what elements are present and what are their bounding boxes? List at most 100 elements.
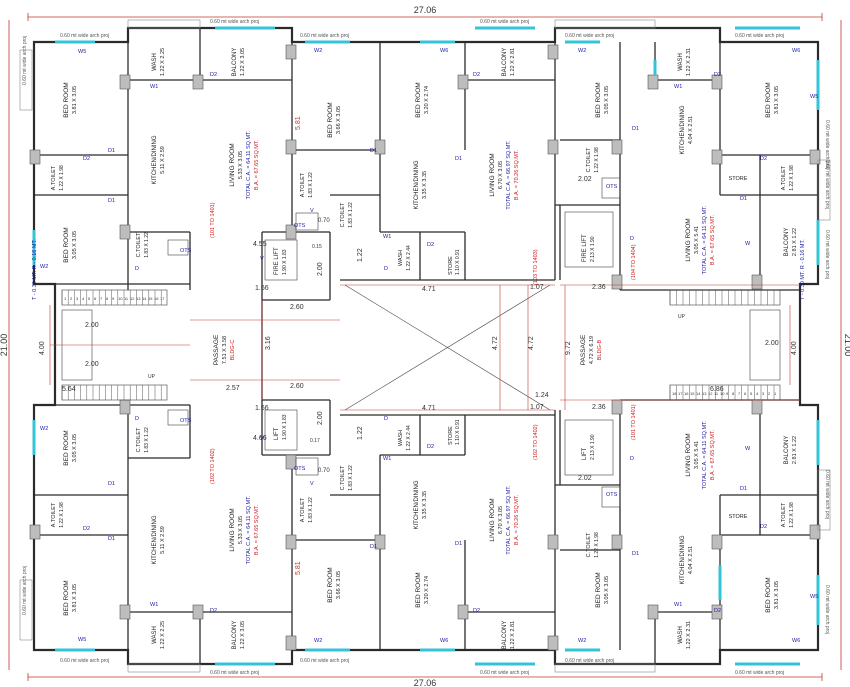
room-label-d_bl-ctoilets: 1.83 X 1.22 [144,427,150,453]
dim-right-lobby3: 1.07 [530,284,544,291]
dim-right-landing: 6.86 [710,386,724,393]
room-label-c_tr-ctoilets: 1.22 X 1.98 [594,147,600,173]
room-label-c_tr-balc: BALCONY [784,228,790,257]
room-label-f_br-balcs: 2.81 X 1.22 [792,436,798,464]
lift-left-name: LIFT [274,427,280,440]
arch-note-9: 0.60 mt wide arch proj [300,658,349,664]
opening-tag-d2: D2 [714,608,721,614]
opening-tag-d2: D2 [83,156,90,162]
room-label-c_tr-livs: 3.05 X 5.41 [694,226,700,254]
room-label-d_bl-balc: BALCONY [232,621,238,650]
dim-stair-flight-2: 2.00 [85,361,99,368]
dim-ots-1: 2.02 [578,176,592,183]
dim-passage-w3: 2.60 [290,383,304,390]
dim-lift-gap: 4.55 [253,241,267,248]
store-top-size: 1.10 X 0.91 [455,249,461,275]
opening-tag-w6: W6 [792,48,800,54]
dim-riser-top: 5.81 [295,116,302,130]
opening-tag-w1: W1 [674,84,682,90]
dim-passage-depth: 4.00 [39,341,46,355]
stair-step-number: 16 [684,391,689,396]
room-label-f_br-washs: 1.22 X 2.31 [686,621,692,649]
room-label-a_tl-bed2s: 3.05 X 3.05 [72,231,78,259]
stair-up-left: UP [148,374,156,380]
stair-step-number: 16 [154,296,159,301]
height-dimension-right: 21.00 [843,334,850,357]
opening-tag-d1: D1 [108,198,115,204]
opening-tag-d2: D2 [83,526,90,532]
arch-note-3: 0.60 mt wide arch proj [300,33,349,39]
height-dimension-left: 21.00 [0,334,9,357]
opening-tag-d2: D2 [427,444,434,450]
dim-riser: 9.72 [565,341,572,355]
opening-tag-w5: W5 [810,94,818,100]
opening-tag-d1: D1 [370,148,377,154]
flat-range-103: (103 TO 1403) [533,249,539,285]
interior-walls [34,28,818,664]
arch-note-2: 0.60 mt wide arch proj [210,19,259,25]
room-label-d_bl-bed2: BED ROOM [63,580,70,615]
room-label-a_tl-ctoilet: C.TOILET [136,232,142,257]
room-label-c_tr-atoilets: 1.22 X 1.98 [789,165,795,191]
width-dimension-top: 27.06 [414,5,437,15]
opening-tag-w2: W2 [40,264,48,270]
stair-step-number: 14 [142,296,147,301]
stair-step-number: 11 [124,296,129,301]
stair-step-number: 17 [678,391,683,396]
opening-tag-v: V [260,436,264,442]
dim-hall-w2: 4.71 [422,405,436,412]
flat-range-104: (104 TO 1404) [631,244,637,280]
opening-tag-d2: D2 [473,608,480,614]
room-label-a_tl-atoilet: A.TOILET [51,165,57,190]
room-label-f_br-liv: LIVING ROOM [685,433,692,476]
opening-tag-d: D [384,416,388,422]
opening-tag-w: W [745,446,751,452]
room-label-e_bc-kit: KITCHEN/DINING [414,480,420,529]
room-label-b_tc-liv: LIVING ROOM [489,153,496,196]
dim-stair-landing: 5.64 [62,386,76,393]
fire-lift-right-size: 2.13 X 1.90 [590,236,596,262]
room-label-e_bc-livs: 6.70 X 3.05 [498,506,504,534]
dim-duct-1: 1.22 [357,248,364,262]
arch-note-15: 0.60 mt wide arch proj [824,160,830,209]
room-label-e_bc-ctoilets: 1.83 X 1.22 [348,465,354,491]
room-label-d_bl-liv: LIVING ROOM [229,508,236,551]
stair-note-left: T - 0.30 MT. R - 0.16 MT. [32,239,38,300]
dim-right-ceiling: 1.24 [535,392,549,399]
room-label-a_tl-balcs: 1.22 X 3.05 [240,48,246,76]
stair-step-number: 1 [64,296,67,301]
dim-duct-2: 1.22 [357,426,364,440]
opening-tag-d2: D2 [473,72,480,78]
room-label-d_bl-bed2s: 3.81 X 3.05 [72,584,78,612]
room-label-c_tr-store: STORE [729,176,748,182]
room-label-d_bl-ba: B.A. = 67.65 SQ.MT. [254,504,260,555]
room-label-d_bl-ctoilet: C.TOILET [136,427,142,452]
arch-note-13: 0.60 mt wide arch proj [22,36,28,85]
opening-tag-d: D [135,416,139,422]
room-label-d_bl-balcs: 1.22 X 3.05 [240,621,246,649]
room-label-b_tc-bed1: BED ROOM [327,102,334,137]
stair-step-number: 9 [112,296,115,301]
opening-tag-d2: D2 [760,156,767,162]
room-label-e_bc-ctoilet: C.TOILET [340,465,346,490]
opening-tag-d2: D2 [760,524,767,530]
overall-dimensions [8,13,842,681]
dim-right-lobby: 2.36 [592,284,606,291]
arch-note-8: 0.60 mt wide arch proj [210,670,259,676]
room-label-e_bc-bed1s: 3.66 X 3.05 [336,571,342,599]
stair-step-number: 13 [702,391,707,396]
room-label-b_tc-ba: B.A. = 70.26 SQ.MT. [514,149,520,200]
flat-range-102: (102 TO 1402) [210,448,216,484]
stair-step-number: 5 [88,296,91,301]
opening-tag-v: V [260,256,264,262]
passage-left-size: 7.51 X 3.58 [222,336,228,364]
room-label-b_tc-kit: KITCHEN/DINING [414,160,420,209]
room-label-e_bc-wash: WASH [398,430,404,446]
opening-tag-d: D [630,456,634,462]
room-label-c_tr-tca: TOTAL C.A. = 64.11 SQ.MT. [702,205,708,274]
arch-note-7: 0.60 mt wide arch proj [60,658,109,664]
flat-range-101b: (101 TO 1401) [631,404,637,440]
room-label-b_tc-atoilet: A.TOILET [300,172,306,197]
fire-lift-right-name: FIRE LIFT [582,234,588,262]
